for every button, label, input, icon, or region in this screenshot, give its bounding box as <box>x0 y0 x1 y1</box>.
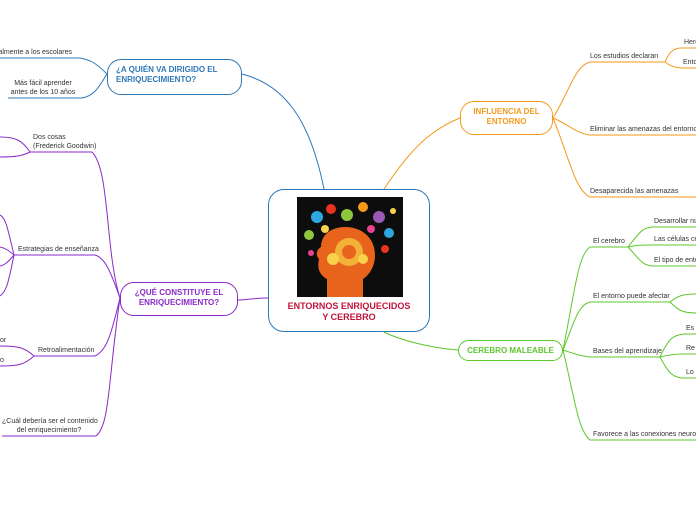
subtopic-lo[interactable]: Lo <box>686 368 694 377</box>
subtopic-el-cerebro[interactable]: El cerebro <box>593 237 625 246</box>
subtopic-tipo[interactable]: El tipo de ento <box>654 256 696 265</box>
subtopic-dos-cosas[interactable]: Dos cosas (Frederick Goodwin) <box>33 133 96 151</box>
connector-central-aquien <box>242 74 324 189</box>
subtopic-entorno-puede[interactable]: El entorno puede afectar <box>593 292 670 301</box>
central-title: ENTORNOS ENRIQUECIDOS Y CEREBRO <box>269 301 429 323</box>
connector-central-cerebro <box>384 332 458 350</box>
connector-central-que <box>238 298 268 300</box>
connector-que-doscosas <box>92 152 120 298</box>
subtopic-here[interactable]: Here <box>684 38 696 47</box>
connector-doscosas-a <box>0 137 30 152</box>
connector-influencia-desaparecida <box>553 118 590 197</box>
connector-entorno-a <box>670 294 696 302</box>
subtopic-cual-line2: del enriquecimiento? <box>2 426 96 435</box>
subtopic-retroalimentacion[interactable]: Retroalimentación <box>38 346 94 355</box>
topic-que-line1: ¿QUÉ CONSTITUYE EL <box>129 288 229 298</box>
subtopic-dos-cosas-line2: (Frederick Goodwin) <box>33 142 96 151</box>
topic-influencia-line2: ENTORNO <box>469 117 544 127</box>
subtopic-desaparecida[interactable]: Desaparecida las amenazas <box>590 187 678 196</box>
connector-retro-o <box>0 356 34 366</box>
connector-bases-re <box>660 354 684 357</box>
subtopic-or[interactable]: or <box>0 336 6 345</box>
connector-elcerebro-desarrollar <box>628 227 652 247</box>
subtopic-re[interactable]: Re <box>686 344 695 353</box>
connector-bases-es <box>660 334 684 357</box>
connector-influencia-estudios <box>553 62 590 118</box>
subtopic-mas-facil[interactable]: Más fácil aprender antes de los 10 años <box>8 79 78 97</box>
subtopic-celulas[interactable]: Las células cer <box>654 235 696 244</box>
connector-cerebro-elcerebro <box>563 247 590 350</box>
connector-estudios-ento <box>665 62 682 68</box>
subtopic-estudios[interactable]: Los estudios declaran <box>590 52 658 61</box>
connector-cerebro-entorno <box>563 302 590 350</box>
connector-bases-lo <box>660 357 682 378</box>
subtopic-es[interactable]: Es <box>686 324 694 333</box>
connector-retro-or <box>0 346 34 356</box>
connector-aquien-masfacil <box>82 74 107 98</box>
subtopic-bases[interactable]: Bases del aprendizaje <box>593 347 662 356</box>
connector-elcerebro-celulas <box>628 245 652 247</box>
central-topic[interactable]: ENTORNOS ENRIQUECIDOS Y CEREBRO <box>268 189 430 332</box>
subtopic-cual-line1: ¿Cuál debería ser el contenido <box>2 417 96 426</box>
topic-cerebro-maleable[interactable]: CEREBRO MALEABLE <box>458 340 563 361</box>
subtopic-ento[interactable]: Ento <box>683 58 696 67</box>
connector-aquien-escolares <box>80 58 107 74</box>
connector-elcerebro-tipo <box>628 247 652 266</box>
topic-a-quien[interactable]: ¿A QUIÉN VA DIRIGIDO EL ENRIQUECIMIENTO? <box>107 59 242 95</box>
connector-entorno-b <box>670 302 696 313</box>
connector-estrategias-4 <box>0 255 14 296</box>
topic-cerebro-line1: CEREBRO MALEABLE <box>467 346 554 356</box>
subtopic-favorece[interactable]: Favorece a las conexiones neuronale <box>593 430 696 439</box>
connector-estrategias-1 <box>0 215 14 255</box>
connector-que-estrategias <box>95 255 120 298</box>
subtopic-cual[interactable]: ¿Cuál debería ser el contenido del enriq… <box>2 417 96 435</box>
subtopic-estrategias[interactable]: Estrategias de enseñanza <box>18 245 99 254</box>
subtopic-mas-facil-line2: antes de los 10 años <box>8 88 78 97</box>
central-title-line1: ENTORNOS ENRIQUECIDOS <box>269 301 429 312</box>
connector-doscosas-b <box>0 152 30 157</box>
connector-estudios-here <box>665 48 682 62</box>
subtopic-desarrollar[interactable]: Desarrollar nu <box>654 217 696 226</box>
topic-influencia-line1: INFLUENCIA DEL <box>469 107 544 117</box>
central-title-line2: Y CEREBRO <box>269 312 429 323</box>
subtopic-dos-cosas-line1: Dos cosas <box>33 133 96 142</box>
subtopic-mas-facil-line1: Más fácil aprender <box>8 79 78 88</box>
topic-a-quien-line1: ¿A QUIÉN VA DIRIGIDO EL <box>116 65 233 75</box>
topic-a-quien-line2: ENRIQUECIMIENTO? <box>116 75 233 85</box>
topic-influencia[interactable]: INFLUENCIA DEL ENTORNO <box>460 101 553 135</box>
brain-head-icon <box>297 197 403 297</box>
subtopic-o[interactable]: o <box>0 356 4 365</box>
connector-que-cual <box>96 298 120 436</box>
subtopic-eliminar[interactable]: Eliminar las amenazas del entorno <box>590 125 696 134</box>
connector-cerebro-favorece <box>563 350 590 440</box>
subtopic-escolares[interactable]: ipalmente a los escolares <box>0 48 72 57</box>
connector-cerebro-bases <box>563 350 590 357</box>
connector-central-influencia <box>384 118 460 189</box>
topic-que-constituye[interactable]: ¿QUÉ CONSTITUYE EL ENRIQUECIMIENTO? <box>120 282 238 316</box>
topic-que-line2: ENRIQUECIMIENTO? <box>129 298 229 308</box>
